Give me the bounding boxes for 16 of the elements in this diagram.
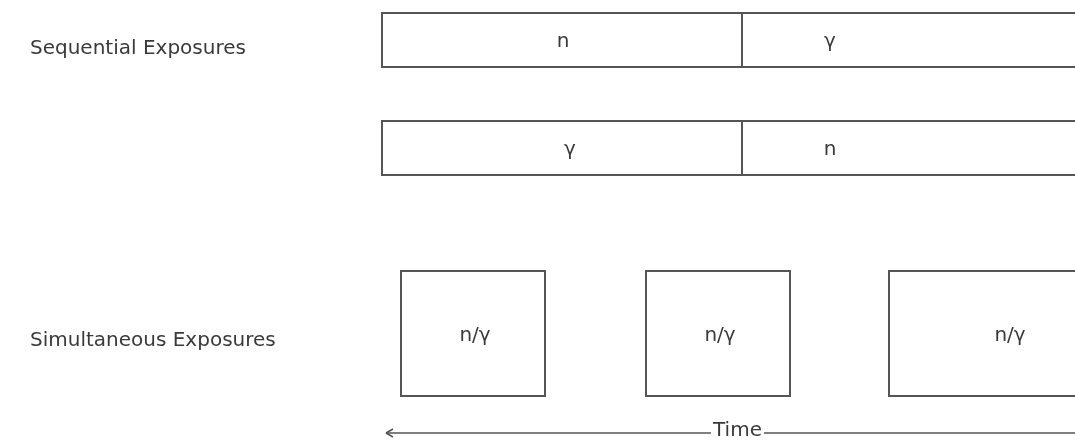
- row-label: Simultaneous Exposures: [30, 327, 276, 351]
- exposure-segment: [741, 12, 1075, 68]
- row-label: Sequential Exposures: [30, 35, 246, 59]
- exposure-box: [888, 270, 1075, 397]
- particle-label: n/γ: [994, 321, 1026, 346]
- particle-label: γ: [824, 28, 836, 52]
- exposure-segment: [741, 120, 1075, 176]
- exposure-box: [400, 270, 546, 397]
- exposure-segment: [381, 120, 743, 176]
- particle-label: n/γ: [459, 321, 491, 346]
- exposure-segment: [381, 12, 743, 68]
- particle-label: n/γ: [704, 321, 736, 346]
- particle-label: n: [556, 28, 570, 52]
- exposure-box: [645, 270, 791, 397]
- particle-label: n: [823, 136, 837, 160]
- particle-label: γ: [564, 136, 576, 160]
